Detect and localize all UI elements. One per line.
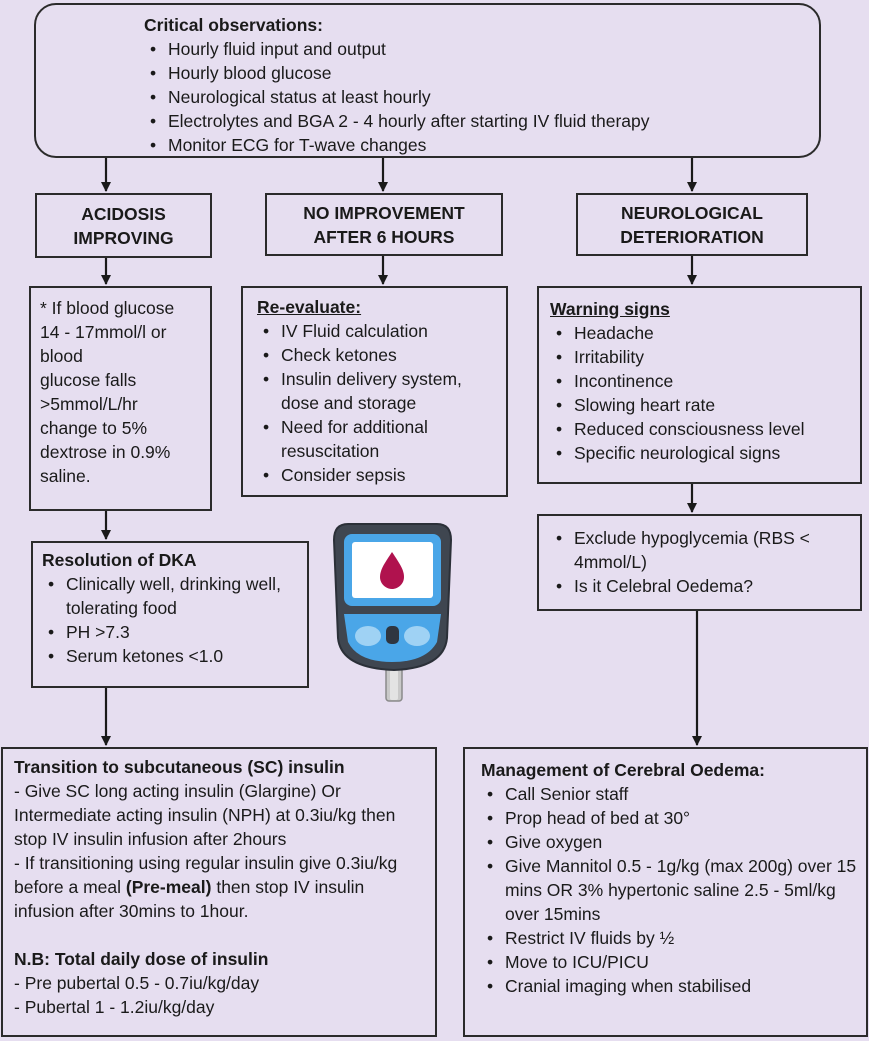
list-item: Consider sepsis (257, 463, 500, 487)
transition-sc-insulin-box: Transition to subcutaneous (SC) insulin … (1, 747, 437, 1037)
warning-signs-box: Warning signs Headache Irritability Inco… (537, 286, 862, 484)
list-item: Check ketones (257, 343, 500, 367)
list-item: Move to ICU/PICU (481, 950, 860, 974)
glucose-note-line: * If blood glucose (40, 298, 175, 318)
resolution-of-dka-box: Resolution of DKA Clinically well, drink… (31, 541, 309, 688)
list-item: Is it Celebral Oedema? (550, 574, 854, 598)
cerebral-oedema-management-box: Management of Cerebral Oedema: Call Seni… (463, 747, 868, 1037)
neurological-label-line2: DETERIORATION (620, 227, 764, 247)
glucose-note-line: dextrose in 0.9% (40, 442, 171, 462)
acidosis-label-line1: ACIDOSIS (81, 204, 166, 224)
meter-strip-tip (390, 670, 398, 700)
list-item: Cranial imaging when stabilised (481, 974, 860, 998)
list-item: Slowing heart rate (550, 393, 854, 417)
resolution-list: Clinically well, drinking well, tolerati… (42, 572, 301, 668)
list-item: Insulin delivery system, dose and storag… (257, 367, 500, 415)
list-item: Irritability (550, 345, 854, 369)
blood-drop-icon (380, 552, 404, 589)
meter-left-button-icon (355, 626, 381, 646)
glucose-note-line: change to 5% (40, 418, 148, 438)
list-item: Exclude hypoglycemia (RBS < 4mmol/L) (550, 526, 854, 574)
glucose-note-line: 14 - 17mmol/l or (40, 322, 167, 342)
exclude-list: Exclude hypoglycemia (RBS < 4mmol/L) Is … (550, 526, 854, 598)
glucometer-illustration (332, 523, 453, 702)
nb-title: N.B: Total daily dose of insulin (14, 949, 269, 969)
list-item: Electrolytes and BGA 2 - 4 hourly after … (144, 109, 819, 133)
resolution-title: Resolution of DKA (42, 550, 197, 570)
list-item: Headache (550, 321, 854, 345)
transition-title: Transition to subcutaneous (SC) insulin (14, 757, 345, 777)
list-item: Prop head of bed at 30° (481, 806, 860, 830)
list-item: IV Fluid calculation (257, 319, 500, 343)
transition-paragraph-2-start: - If transitioning using regular insulin… (14, 853, 398, 897)
acidosis-label-line2: IMPROVING (73, 228, 174, 248)
list-item: Monitor ECG for T-wave changes (144, 133, 819, 157)
glucose-note-line: blood (40, 346, 83, 366)
list-item: Need for additional resuscitation (257, 415, 500, 463)
meter-center-button-icon (386, 626, 399, 644)
exclude-hypoglycemia-box: Exclude hypoglycemia (RBS < 4mmol/L) Is … (537, 514, 862, 611)
list-item: Give Mannitol 0.5 - 1g/kg (max 200g) ove… (481, 854, 860, 926)
list-item: Reduced consciousness level (550, 417, 854, 441)
transition-paragraph-2-end: then stop IV insulin infusion after 30mi… (14, 877, 365, 921)
list-item: Neurological status at least hourly (144, 85, 819, 109)
re-evaluate-box: Re-evaluate: IV Fluid calculation Check … (241, 286, 508, 497)
warning-signs-title: Warning signs (550, 299, 670, 319)
nb-line: - Pre pubertal 0.5 - 0.7iu/kg/day (14, 973, 260, 993)
re-evaluate-list: IV Fluid calculation Check ketones Insul… (257, 319, 500, 487)
transition-paragraph-2: - If transitioning using regular insulin… (14, 851, 429, 923)
acidosis-improving-box: ACIDOSIS IMPROVING (35, 193, 212, 258)
list-item: Call Senior staff (481, 782, 860, 806)
list-item: Hourly fluid input and output (144, 37, 819, 61)
warning-signs-list: Headache Irritability Incontinence Slowi… (550, 321, 854, 465)
pre-meal-label: (Pre-meal) (125, 877, 212, 897)
re-evaluate-title: Re-evaluate: (257, 297, 362, 317)
critical-observations-box: Critical observations: Hourly fluid inpu… (34, 3, 821, 158)
blood-glucose-note-box: * If blood glucose 14 - 17mmol/l or bloo… (29, 286, 212, 511)
list-item: Give oxygen (481, 830, 860, 854)
glucose-note-line: saline. (40, 466, 91, 486)
critical-observations-list: Hourly fluid input and output Hourly blo… (144, 37, 819, 157)
no-improvement-box: NO IMPROVEMENT AFTER 6 HOURS (265, 193, 503, 256)
list-item: PH >7.3 (42, 620, 301, 644)
meter-right-button-icon (404, 626, 430, 646)
glucose-note-line: glucose falls (40, 370, 137, 390)
list-item: Clinically well, drinking well, tolerati… (42, 572, 301, 620)
cerebral-oedema-list: Call Senior staff Prop head of bed at 30… (481, 782, 860, 998)
glucose-note-line: >5mmol/L/hr (40, 394, 138, 414)
list-item: Specific neurological signs (550, 441, 854, 465)
list-item: Incontinence (550, 369, 854, 393)
list-item: Serum ketones <1.0 (42, 644, 301, 668)
critical-observations-title: Critical observations: (144, 15, 323, 35)
neurological-label-line1: NEUROLOGICAL (621, 203, 763, 223)
list-item: Restrict IV fluids by ½ (481, 926, 860, 950)
transition-paragraph-1: - Give SC long acting insulin (Glargine)… (14, 781, 396, 849)
neurological-deterioration-box: NEUROLOGICAL DETERIORATION (576, 193, 808, 256)
no-improvement-label-line1: NO IMPROVEMENT (303, 203, 465, 223)
no-improvement-label-line2: AFTER 6 HOURS (313, 227, 455, 247)
list-item: Hourly blood glucose (144, 61, 819, 85)
nb-line: - Pubertal 1 - 1.2iu/kg/day (14, 997, 215, 1017)
cerebral-oedema-title: Management of Cerebral Oedema: (481, 760, 765, 780)
